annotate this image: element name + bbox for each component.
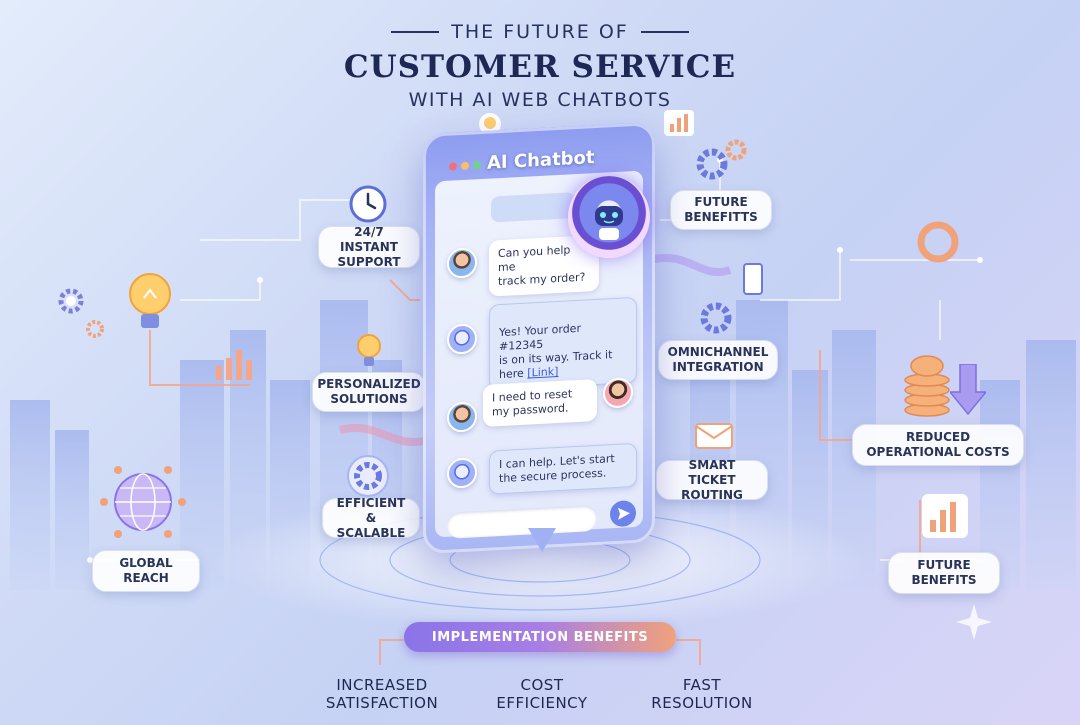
send-icon[interactable] bbox=[609, 499, 637, 528]
bot-avatar-2 bbox=[447, 457, 477, 489]
chat-message-user-2: I need to reset my password. bbox=[483, 378, 597, 427]
sparkle-icon bbox=[956, 604, 992, 640]
benefit-fast-resolution: FAST RESOLUTION bbox=[651, 676, 753, 712]
window-dots bbox=[449, 161, 481, 171]
title-rule-left bbox=[391, 31, 440, 33]
clock-icon bbox=[349, 185, 387, 223]
robot-icon bbox=[568, 176, 650, 258]
bar-chart-icon-top bbox=[664, 110, 694, 136]
title-rule-right bbox=[640, 31, 689, 33]
title-sub: WITH AI WEB CHATBOTS bbox=[408, 89, 672, 111]
user-avatar-2 bbox=[603, 377, 633, 409]
label-omnichannel: OMNICHANNEL INTEGRATION bbox=[658, 340, 778, 380]
benefit-cost-efficiency: COST EFFICIENCY bbox=[496, 676, 588, 712]
label-global: GLOBAL REACH bbox=[92, 550, 200, 592]
track-link[interactable]: [Link] bbox=[527, 364, 559, 380]
title-top-row: THE FUTURE OF bbox=[391, 21, 689, 43]
dot-green bbox=[473, 161, 481, 170]
chatbot-phone: AI Chatbot Can you help me track my orde… bbox=[423, 121, 655, 555]
label-future-bottom: FUTURE BENEFITS bbox=[888, 552, 1000, 594]
coin-stack-icon bbox=[904, 355, 950, 417]
down-arrow-icon bbox=[950, 364, 986, 416]
bar-chart-icon-bottom bbox=[922, 494, 968, 538]
label-reduced-costs: REDUCED OPERATIONAL COSTS bbox=[852, 424, 1024, 466]
envelope-icon bbox=[695, 423, 733, 449]
label-smart-ticket: SMART TICKET ROUTING bbox=[656, 458, 768, 502]
chat-message-bot-1: Yes! Your order #12345 is on its way. Tr… bbox=[489, 296, 637, 391]
label-personalized: PERSONALIZED SOLUTIONS bbox=[312, 372, 426, 412]
user-avatar-3 bbox=[447, 401, 477, 433]
bar-chart-icon bbox=[216, 350, 252, 380]
globe-network-icon bbox=[100, 466, 186, 538]
phone-tail bbox=[528, 528, 556, 552]
chat-message-bot-2: I can help. Let's start the secure proce… bbox=[489, 442, 637, 495]
robot-face bbox=[595, 206, 623, 240]
title-main: CUSTOMER SERVICE bbox=[343, 49, 737, 85]
typing-bar bbox=[491, 192, 575, 223]
gear-icon-top-right bbox=[696, 139, 747, 180]
label-future-top: FUTURE BENEFITTS bbox=[670, 190, 772, 230]
lightbulb-icon-small bbox=[357, 334, 381, 366]
lightbulb-icon bbox=[129, 273, 171, 328]
gear-icon-efficient bbox=[347, 455, 389, 497]
user-avatar bbox=[447, 247, 477, 279]
implementation-banner: IMPLEMENTATION BENEFITS bbox=[404, 622, 676, 652]
smartphone-icon bbox=[743, 263, 763, 295]
dot-yellow bbox=[461, 161, 469, 171]
chatbot-title: AI Chatbot bbox=[487, 147, 595, 174]
benefit-satisfaction: INCREASED SATISFACTION bbox=[325, 676, 439, 712]
label-support: 24/7 INSTANT SUPPORT bbox=[318, 225, 420, 269]
dot-red bbox=[449, 162, 457, 171]
title-top: THE FUTURE OF bbox=[451, 21, 629, 43]
label-efficient: EFFICIENT & SCALABLE bbox=[322, 496, 420, 540]
target-ring-icon bbox=[917, 221, 959, 263]
bot-avatar bbox=[447, 323, 477, 355]
gear-icon-small bbox=[86, 320, 104, 338]
gear-icon bbox=[58, 288, 84, 314]
header: THE FUTURE OF CUSTOMER SERVICE WITH AI W… bbox=[0, 18, 1080, 111]
gear-icon-omni bbox=[700, 302, 732, 334]
